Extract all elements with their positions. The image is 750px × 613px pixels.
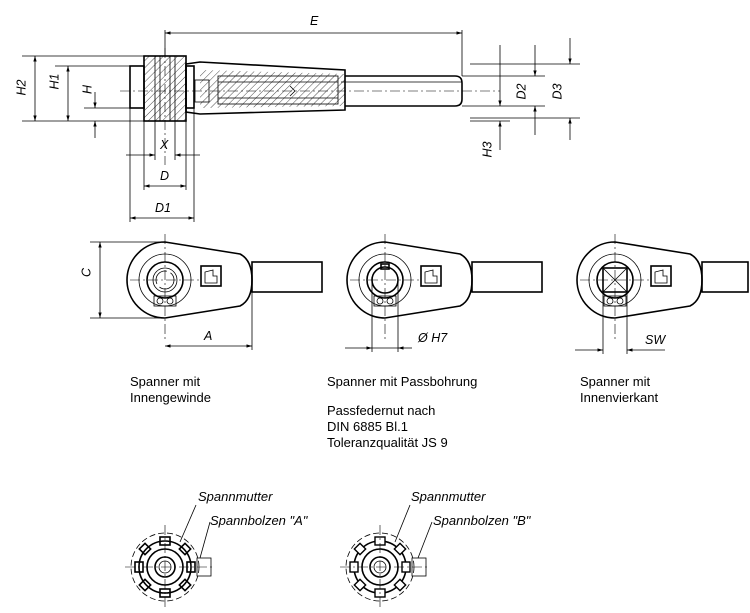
caption-innengewinde: Spanner mit Innengewinde bbox=[130, 374, 211, 406]
detail-b-bolt-label: Spannbolzen "B" bbox=[433, 513, 531, 528]
detail-a-bolt-label: Spannbolzen "A" bbox=[210, 513, 308, 528]
dim-sw-label: SW bbox=[645, 333, 666, 347]
detail-b-nut-label: Spannmutter bbox=[411, 489, 486, 504]
dim-d2-label: D2 bbox=[514, 83, 529, 100]
note-line-1: Passfedernut nach bbox=[327, 403, 436, 418]
dim-x-label: X bbox=[160, 138, 169, 152]
detail-a-nut-label: Spannmutter bbox=[198, 489, 273, 504]
dim-d3-label: D3 bbox=[550, 83, 565, 100]
front-view-passbohrung bbox=[345, 234, 543, 352]
caption-passfedernut-note: Passfedernut nach DIN 6885 Bl.1 Toleranz… bbox=[327, 403, 448, 451]
dim-e-label: E bbox=[310, 14, 319, 28]
caption-passbohrung: Spanner mit Passbohrung bbox=[327, 374, 477, 390]
detail-view-b bbox=[340, 504, 433, 608]
front-view-innenvierkant bbox=[575, 234, 749, 354]
dim-a-label: A bbox=[204, 329, 213, 343]
dim-h2-label: H2 bbox=[14, 79, 29, 96]
dim-h3-label: H3 bbox=[480, 141, 495, 158]
note-line-2: DIN 6885 Bl.1 bbox=[327, 419, 408, 434]
dim-d-label: D bbox=[160, 169, 170, 183]
note-line-3: Toleranzqualität JS 9 bbox=[327, 435, 448, 450]
dim-h1-label: H1 bbox=[47, 73, 62, 90]
caption-innenvierkant-line-2: Innenvierkant bbox=[580, 390, 659, 405]
dim-c-label: C bbox=[79, 267, 94, 278]
caption-passbohrung-line-1: Spanner mit Passbohrung bbox=[327, 374, 478, 389]
side-section-view bbox=[120, 48, 500, 165]
caption-innenvierkant-line-1: Spanner mit bbox=[580, 374, 651, 389]
detail-view-a bbox=[125, 504, 215, 608]
front-view-innengewinde bbox=[90, 234, 323, 350]
caption-innengewinde-line-1: Spanner mit bbox=[130, 374, 201, 389]
dim-d1-label: D1 bbox=[155, 201, 171, 215]
caption-innenvierkant: Spanner mit Innenvierkant bbox=[580, 374, 658, 406]
side-view-dimensions bbox=[22, 30, 580, 222]
caption-innengewinde-line-2: Innengewinde bbox=[130, 390, 211, 405]
dim-oh7-label: Ø H7 bbox=[418, 331, 448, 345]
dim-h-label: H bbox=[80, 84, 95, 95]
